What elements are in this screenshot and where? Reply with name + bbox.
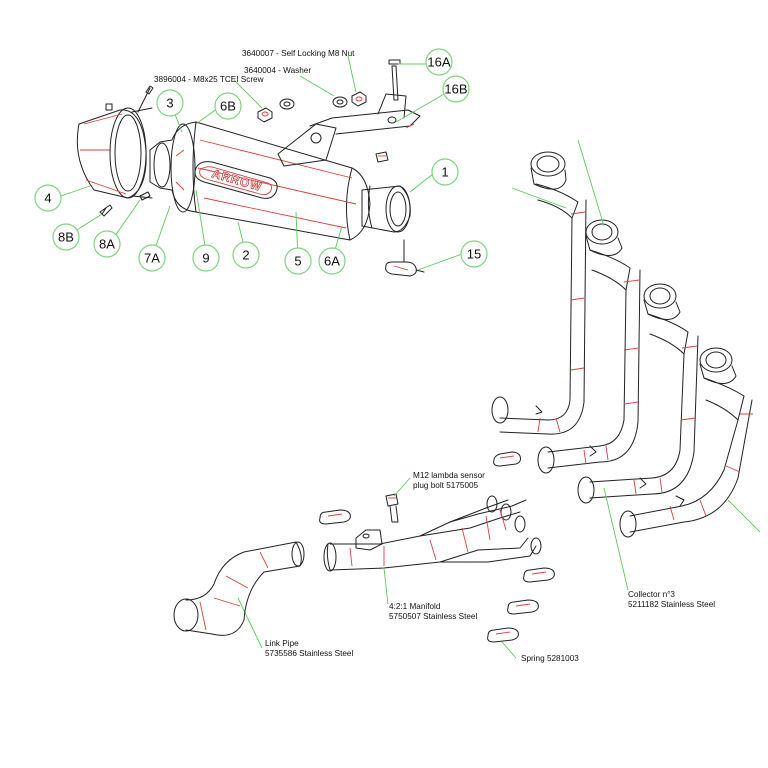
clamp-spring-part-15 — [385, 239, 425, 277]
manifold-leader-lines — [237, 477, 517, 659]
note-lambda-2: plug bolt 5175005 — [413, 481, 479, 490]
callout-3: 3 — [156, 89, 184, 117]
callout-6A: 6A — [318, 247, 346, 275]
svg-text:16A: 16A — [427, 55, 450, 70]
callout-16B: 16B — [442, 75, 470, 103]
svg-text:3: 3 — [166, 96, 173, 111]
silencer-assembly: ARROW — [76, 59, 425, 277]
note-link-2: 5735586 Stainless Steel — [265, 649, 353, 658]
manifold-4-2-1 — [319, 451, 555, 643]
callout-7A: 7A — [138, 244, 166, 272]
mounting-bracket — [277, 59, 421, 167]
callout-16A: 16A — [425, 48, 453, 76]
svg-text:5: 5 — [294, 254, 301, 269]
callout-9: 9 — [192, 244, 220, 272]
screw-parts — [99, 85, 154, 217]
callout-1: 1 — [431, 158, 459, 186]
silencer-body-part-2: ARROW — [149, 121, 371, 241]
svg-text:1: 1 — [441, 165, 448, 180]
callout-8B: 8B — [52, 223, 80, 251]
outlet-pipe-part-1 — [361, 185, 411, 233]
svg-text:16B: 16B — [444, 82, 467, 97]
svg-text:2: 2 — [242, 248, 249, 263]
svg-text:8B: 8B — [58, 230, 74, 245]
note-washer: 3640004 - Washer — [244, 66, 311, 75]
svg-text:6B: 6B — [220, 99, 236, 114]
svg-text:7A: 7A — [144, 251, 160, 266]
collector-leader-lines — [511, 139, 761, 591]
end-cap-part-4 — [76, 107, 153, 199]
arrow-logo: ARROW — [210, 166, 264, 194]
note-manifold-1: 4:2:1 Manifold — [389, 602, 441, 611]
note-screw: 3896004 - M8x25 TCEI Screw — [154, 75, 264, 84]
silencer-leader-lines — [57, 55, 463, 271]
collector-4 — [619, 347, 753, 538]
note-link-1: Link Pipe — [265, 639, 299, 648]
svg-text:9: 9 — [202, 251, 209, 266]
callout-2: 2 — [232, 241, 260, 269]
note-manifold-2: 5750507 Stainless Steel — [389, 612, 477, 621]
callout-15: 15 — [460, 240, 488, 268]
svg-text:6A: 6A — [324, 254, 340, 269]
collector-1 — [491, 151, 587, 435]
collector-3 — [577, 283, 699, 504]
note-collector-2: 5211182 Stainless Steel — [628, 600, 715, 609]
note-lambda-1: M12 lambda sensor — [413, 471, 485, 480]
svg-text:8A: 8A — [99, 237, 115, 252]
svg-text:15: 15 — [467, 247, 481, 262]
washers-and-nuts — [257, 91, 367, 123]
callout-4: 4 — [34, 184, 62, 212]
collector-2 — [537, 219, 641, 474]
collector-pipes — [491, 151, 753, 538]
link-pipe — [173, 541, 305, 636]
callout-6B: 6B — [214, 92, 242, 120]
note-spring: Spring 5281003 — [521, 654, 579, 663]
svg-text:4: 4 — [44, 191, 51, 206]
note-self-locking-nut: 3640007 - Self Locking M8 Nut — [242, 49, 355, 58]
callout-5: 5 — [284, 247, 312, 275]
callout-8A: 8A — [93, 230, 121, 258]
note-collector-1: Collector n°3 — [628, 590, 675, 599]
